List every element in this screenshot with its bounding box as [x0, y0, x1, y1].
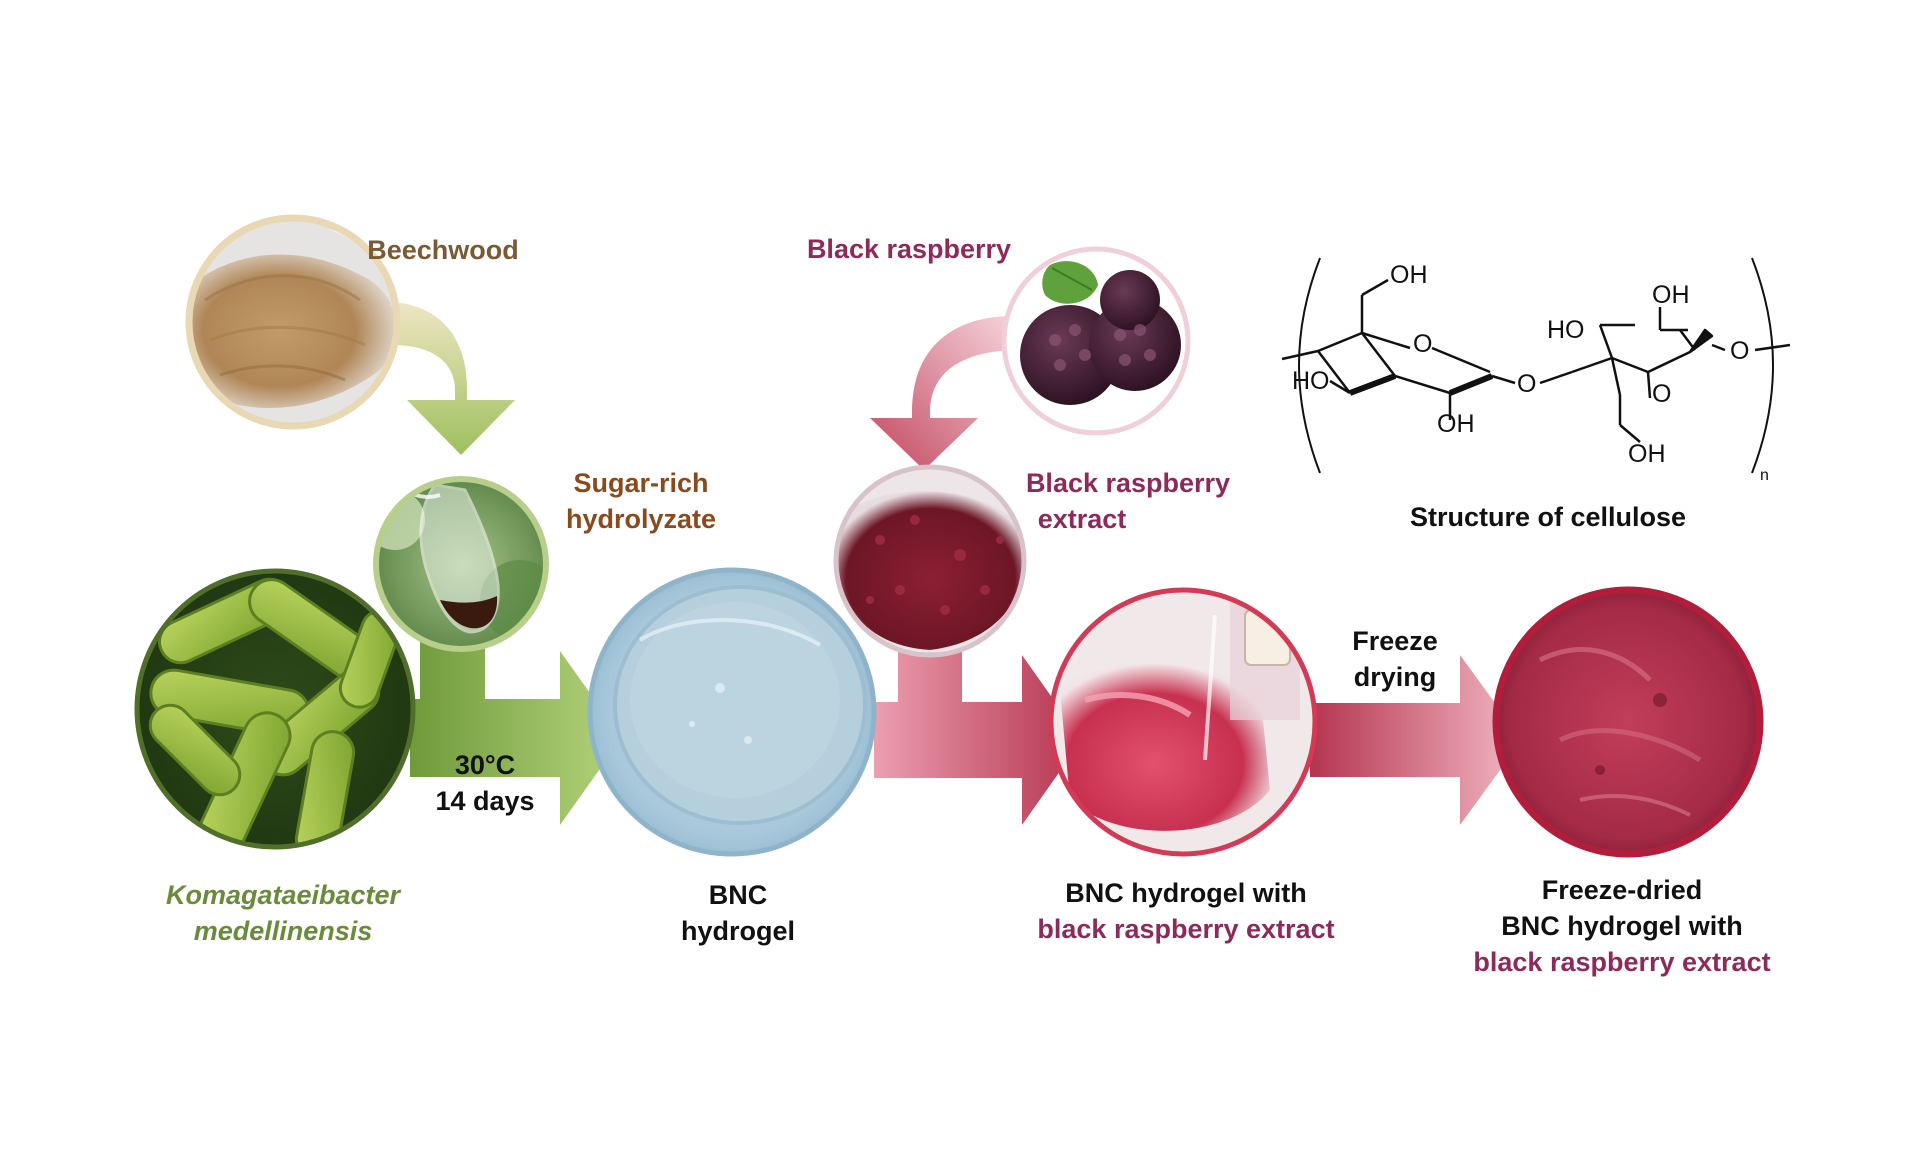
beaker-photo-icon — [1048, 587, 1318, 857]
label-bnc-2: hydrogel — [681, 916, 795, 946]
atom-o-ring-1: O — [1413, 330, 1432, 358]
label-sugar-rich-1: Sugar-rich — [573, 468, 708, 498]
label-extract-2: extract — [1038, 504, 1127, 534]
label-bnc-1: BNC — [709, 880, 768, 910]
label-freeze: Freeze — [1352, 626, 1438, 656]
cellulose-structure — [1281, 257, 1791, 474]
atom-oh-3: OH — [1652, 281, 1690, 309]
label-bacterium-2: medellinensis — [194, 916, 373, 946]
raspberry-photo-icon — [1001, 246, 1191, 436]
atom-o-link: O — [1517, 370, 1536, 398]
label-hydrogel-extract-1: BNC hydrogel with — [1065, 878, 1307, 908]
label-bacterium-1: Komagataeibacter — [166, 880, 402, 910]
label-dried-1: Freeze-dried — [1542, 875, 1703, 905]
flask-photo-icon — [373, 476, 549, 652]
atom-o-ring-2: O — [1652, 380, 1671, 408]
label-extract-1: Black raspberry — [1026, 468, 1230, 498]
label-duration: 14 days — [435, 786, 534, 816]
label-sugar-rich-2: hydrolyzate — [566, 504, 716, 534]
rod-bacteria-photo-icon — [134, 568, 416, 850]
label-beechwood: Beechwood — [367, 235, 519, 265]
label-drying: drying — [1354, 662, 1437, 692]
atom-ho-1: HO — [1292, 367, 1330, 395]
label-dried-3: black raspberry extract — [1473, 947, 1770, 977]
hydrogel-dish-photo-icon — [587, 567, 877, 857]
arrow-bnc-to-extract-hydrogel — [874, 642, 1082, 825]
powder-photo-icon — [833, 464, 1027, 658]
dried-disc-photo-icon — [1492, 586, 1764, 858]
arrow-bacteria-to-bnc — [410, 640, 622, 825]
label-black-raspberry: Black raspberry — [807, 234, 1011, 264]
arrow-beechwood-to-hydrolyzate — [392, 302, 515, 455]
label-structure-caption: Structure of cellulose — [1410, 502, 1686, 532]
label-dried-2: BNC hydrogel with — [1501, 911, 1743, 941]
arrow-raspberry-to-extract — [870, 316, 1013, 470]
atom-ho-2: HO — [1547, 316, 1585, 344]
arrow-freeze-drying — [1310, 655, 1522, 825]
atom-oh-1: OH — [1390, 261, 1428, 289]
atom-oh-2: OH — [1437, 410, 1475, 438]
atom-o-end: O — [1730, 337, 1749, 365]
subscript-n: n — [1760, 467, 1769, 484]
label-temperature: 30°C — [455, 750, 515, 780]
cellulose-atom-labels: OH O HO OH O OH HO O O OH n — [1292, 261, 1769, 484]
label-hydrogel-extract-2: black raspberry extract — [1037, 914, 1334, 944]
atom-oh-4: OH — [1628, 440, 1666, 468]
